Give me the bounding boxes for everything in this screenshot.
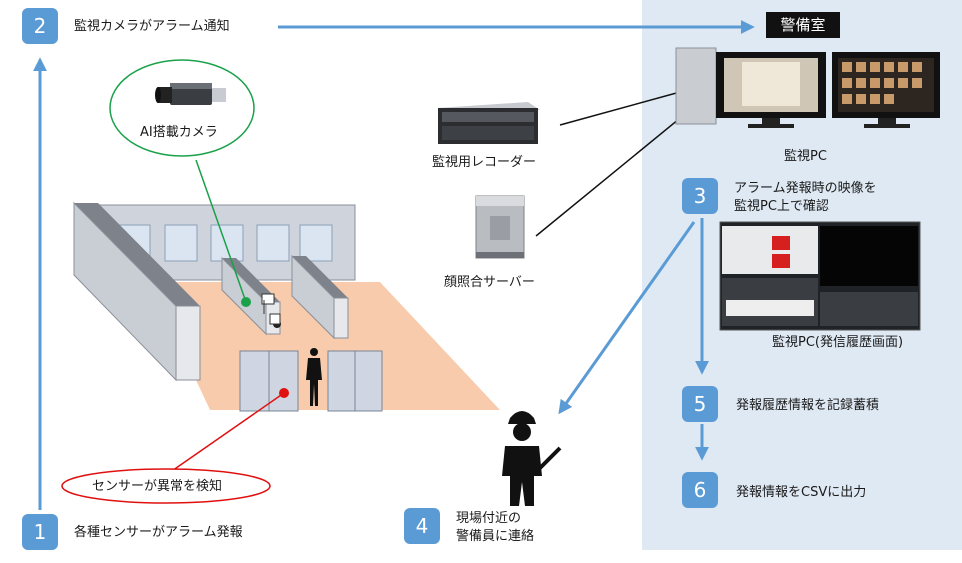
floor-area [150, 282, 500, 410]
left-wall-top [74, 203, 200, 306]
camera-link-line [195, 159, 247, 303]
person-icon [306, 348, 322, 406]
sensor-label: センサーが異常を検知 [92, 479, 223, 494]
monitor-pc-history-label: 監視PC(発信履歴画面) [772, 335, 904, 350]
left-wall-front [175, 305, 201, 381]
step-4-label-line1: 現場付近の [456, 511, 522, 526]
gate-left-top [222, 258, 280, 302]
sensor-bubble [61, 468, 271, 504]
face-server-label: 顔照合サーバー [444, 275, 535, 290]
camera-icon [155, 83, 226, 105]
guard-icon [502, 411, 562, 506]
step-4-badge: 4 [404, 508, 440, 544]
step-5-label: 発報履歴情報を記録蓄積 [736, 398, 880, 413]
recorder-link [559, 91, 681, 126]
recorder-icon [438, 102, 540, 144]
server-icon [475, 195, 525, 259]
step-5-badge: 5 [682, 386, 718, 422]
history-screen [719, 221, 921, 331]
security-room-label: 警備室 [766, 12, 840, 38]
camera-point [241, 297, 251, 307]
entrance-doors [239, 350, 383, 412]
step-6-label: 発報情報をCSVに出力 [736, 485, 867, 500]
camera-bubble [109, 59, 255, 157]
recorder-label: 監視用レコーダー [432, 155, 537, 170]
step-6-badge: 6 [682, 472, 718, 508]
step-4-label-line2: 警備員に連絡 [456, 529, 535, 544]
step-3-label-line2: 監視PC上で確認 [734, 199, 829, 214]
gate-camera-icon [261, 293, 281, 328]
server-link [535, 109, 691, 237]
arrow-3-to-4 [558, 221, 696, 415]
camera-label: AI搭載カメラ [140, 125, 218, 140]
monitor-icon [675, 47, 940, 128]
sensor-point [279, 388, 289, 398]
gate-right-top [292, 256, 348, 298]
sensor-link-line [155, 392, 285, 483]
step-2-label: 監視カメラがアラーム通知 [74, 19, 230, 34]
monitor-pc-label: 監視PC [784, 149, 827, 164]
step-3-label-line1: アラーム発報時の映像を [734, 181, 877, 196]
step-2-badge: 2 [22, 8, 58, 44]
step-1-badge: 1 [22, 514, 58, 550]
gate-right-front [333, 297, 349, 339]
step-3-badge: 3 [682, 178, 718, 214]
step-1-label: 各種センサーがアラーム発報 [74, 525, 243, 540]
